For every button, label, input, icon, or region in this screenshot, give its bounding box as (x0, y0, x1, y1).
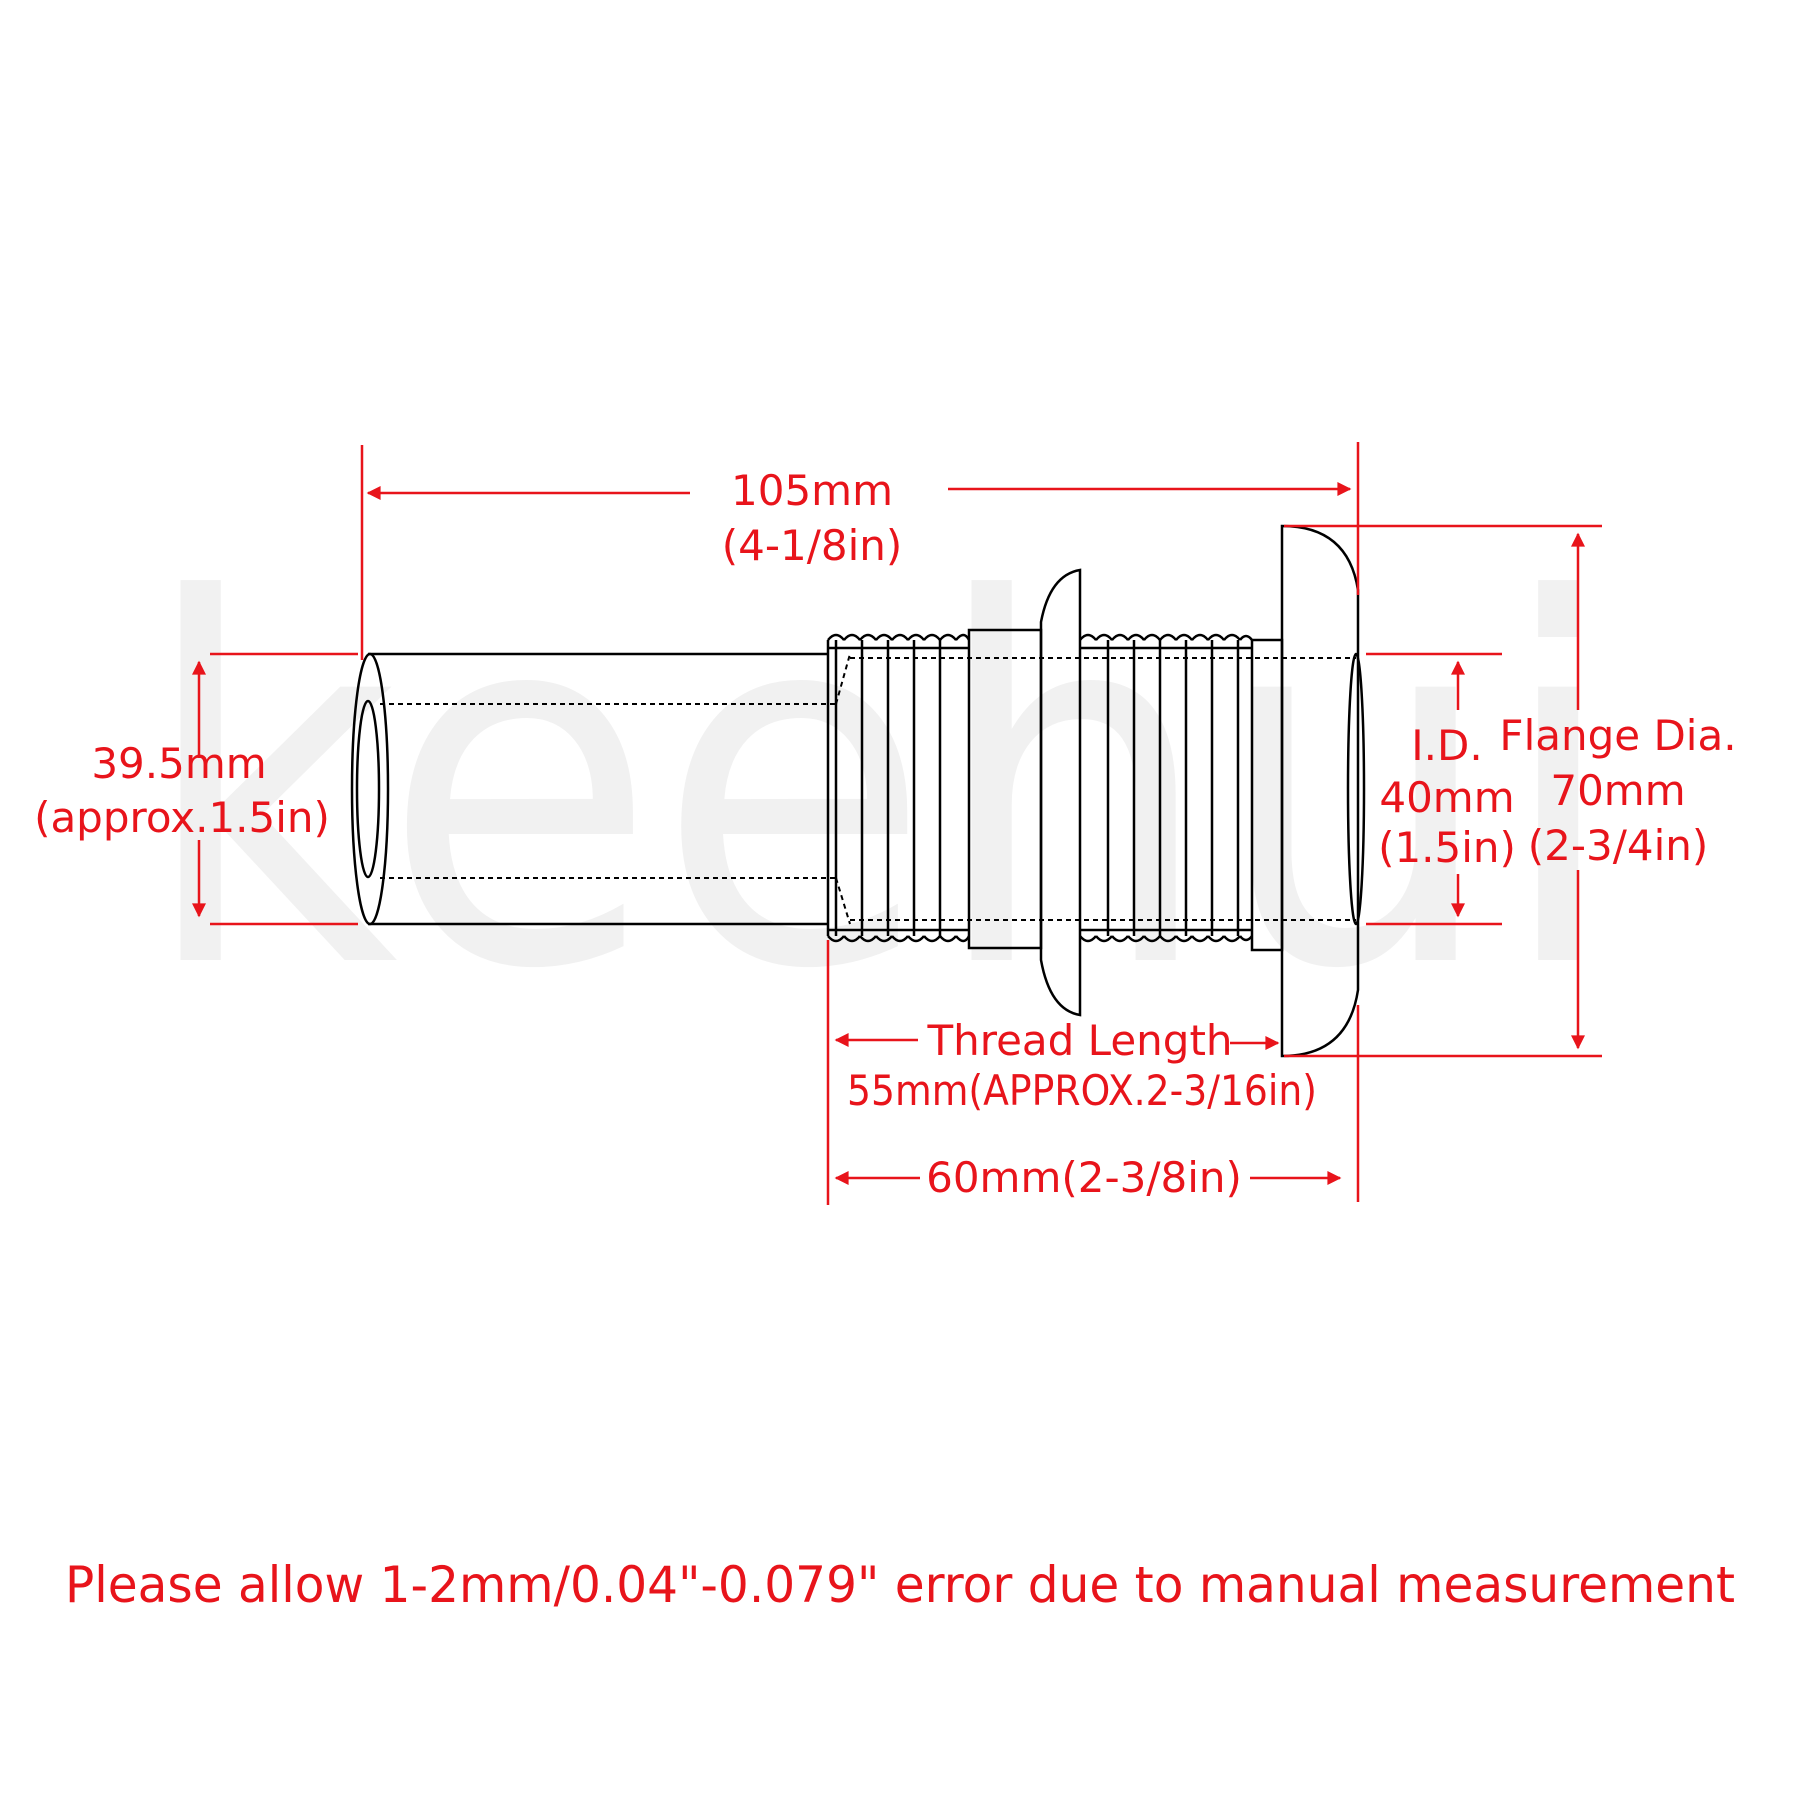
thread-section-2 (1079, 633, 1284, 952)
id-metric: 40mm (1379, 773, 1514, 822)
flange-metric: 70mm (1550, 766, 1685, 815)
thread-length-value: 55mm(APPROX.2-3/16in) (847, 1066, 1317, 1115)
thread-length-title: Thread Length (926, 1016, 1232, 1065)
flange-title: Flange Dia. (1499, 711, 1736, 760)
hidden-bore-lines (380, 653, 1356, 925)
tube-od-imperial: (approx.1.5in) (34, 793, 330, 842)
body-length-value: 60mm(2-3/8in) (926, 1153, 1242, 1202)
tube-od-metric: 39.5mm (91, 739, 266, 788)
tube-end-inner (355, 699, 381, 879)
flange-bore (1346, 652, 1366, 926)
flange-imperial: (2-3/4in) (1528, 821, 1709, 870)
dimension-lines (192, 442, 1602, 1205)
thread-crests-bottom (827, 935, 971, 943)
flange-outline (1280, 524, 1360, 1058)
thread2-crests-bottom (1079, 935, 1253, 943)
watermark-text: keehui (140, 496, 1620, 1078)
thread-crests-top (827, 633, 971, 641)
id-title: I.D. (1411, 721, 1482, 770)
fitting-outline (350, 524, 1366, 1058)
id-imperial: (1.5in) (1378, 823, 1516, 872)
flange (1280, 524, 1366, 1058)
tube-end-outer (350, 652, 390, 926)
measurement-note: Please allow 1-2mm/0.04"-0.079" error du… (65, 1556, 1735, 1614)
overall-length-imperial: (4-1/8in) (722, 521, 903, 570)
thread-section-1 (827, 633, 971, 943)
lock-nut (967, 568, 1082, 1017)
thread2-crests-top (1079, 633, 1253, 641)
nut-washer (1039, 568, 1082, 1017)
tube (350, 640, 830, 936)
overall-length-metric: 105mm (731, 466, 893, 515)
